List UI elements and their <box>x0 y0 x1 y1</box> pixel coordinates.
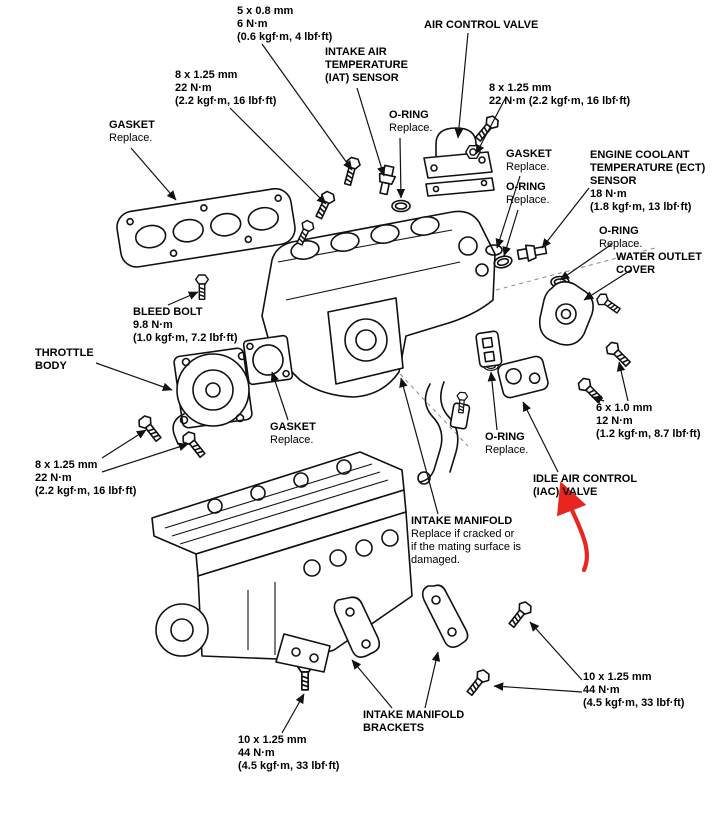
throttle-gasket-drawing <box>242 334 294 386</box>
label-note: Replace. <box>506 160 550 173</box>
label-title: O-RING <box>599 225 639 237</box>
label-title: O-RING <box>506 181 546 193</box>
label-bolt-spec-10x1-25-right: 10 x 1.25 mm 44 N·m (4.5 kgf·m, 33 lbf·f… <box>583 671 684 710</box>
label-title: INTAKE MANIFOLD <box>411 515 513 527</box>
label-water-outlet-cover: WATER OUTLET COVER <box>616 251 702 277</box>
label-title: GASKET <box>109 119 155 131</box>
iac-valve-drawing <box>497 355 549 399</box>
label-iat-sensor: INTAKE AIR TEMPERATURE (IAT) SENSOR <box>325 46 408 85</box>
throttle-body-drawing <box>172 347 253 445</box>
manifold-brackets-drawing <box>333 584 469 658</box>
label-title: 10 x 1.25 mm 44 N·m (4.5 kgf·m, 33 lbf·f… <box>238 734 340 772</box>
leader-lines <box>95 32 632 734</box>
label-throttle-body: THROTTLE BODY <box>35 347 94 373</box>
hardware-drawing <box>135 113 634 699</box>
label-bolt-spec-8x1-25-top-left: 8 x 1.25 mm 22 N·m (2.2 kgf·m, 16 lbf·ft… <box>175 69 276 108</box>
label-bolt-spec-8x1-25-top-right: 8 x 1.25 mm 22 N·m (2.2 kgf·m, 16 lbf·ft… <box>489 82 630 108</box>
label-iac-valve: IDLE AIR CONTROL (IAC) VALVE <box>533 473 637 499</box>
stay-bracket-drawing <box>417 381 471 485</box>
label-title: ENGINE COOLANT TEMPERATURE (ECT) SENSOR … <box>590 149 706 213</box>
label-title: 8 x 1.25 mm 22 N·m (2.2 kgf·m, 16 lbf·ft… <box>35 459 137 497</box>
label-title: BLEED BOLT 9.8 N·m (1.0 kgf·m, 7.2 lbf·f… <box>133 306 238 344</box>
label-title: WATER OUTLET COVER <box>616 251 702 276</box>
label-ect-sensor: ENGINE COOLANT TEMPERATURE (ECT) SENSOR … <box>590 149 705 214</box>
label-note: Replace. <box>270 433 314 446</box>
label-title: GASKET <box>270 421 316 433</box>
label-note: Replace. <box>506 193 550 206</box>
iac-gasket-drawing <box>475 330 503 368</box>
label-air-control-valve: AIR CONTROL VALVE <box>424 19 538 32</box>
intake-manifold-drawing <box>261 210 496 398</box>
label-bolt-spec-10x1-25-left: 10 x 1.25 mm 44 N·m (4.5 kgf·m, 33 lbf·f… <box>238 734 339 773</box>
label-title: GASKET <box>506 148 552 160</box>
label-title: O-RING <box>485 431 525 443</box>
label-title: IDLE AIR CONTROL (IAC) VALVE <box>533 473 638 498</box>
intake-gasket-drawing <box>116 187 296 268</box>
label-bolt-spec-5x0-8: 5 x 0.8 mm 6 N·m (0.6 kgf·m, 4 lbf·ft) <box>237 5 332 44</box>
label-title: AIR CONTROL VALVE <box>424 19 539 31</box>
label-note: Replace. <box>599 237 643 250</box>
label-note: Replace. <box>109 131 153 144</box>
water-outlet-cover-drawing <box>538 280 594 346</box>
label-bolt-spec-6x1-0: 6 x 1.0 mm 12 N·m (1.2 kgf·m, 8.7 lbf·ft… <box>596 402 701 441</box>
red-arrow-annotation <box>556 481 590 573</box>
label-title: 8 x 1.25 mm 22 N·m (2.2 kgf·m, 16 lbf·ft… <box>175 69 277 107</box>
label-title: 10 x 1.25 mm 44 N·m (4.5 kgf·m, 33 lbf·f… <box>583 671 685 709</box>
label-title: 6 x 1.0 mm 12 N·m (1.2 kgf·m, 8.7 lbf·ft… <box>596 402 701 440</box>
label-bolt-spec-8x1-25-left: 8 x 1.25 mm 22 N·m (2.2 kgf·m, 16 lbf·ft… <box>35 459 136 498</box>
label-title: 5 x 0.8 mm 6 N·m (0.6 kgf·m, 4 lbf·ft) <box>237 5 333 43</box>
label-title: THROTTLE BODY <box>35 347 94 372</box>
label-title: INTAKE MANIFOLD BRACKETS <box>363 709 465 734</box>
label-title: O-RING <box>389 109 429 121</box>
label-note: Replace. <box>389 121 433 134</box>
label-intake-manifold-brackets: INTAKE MANIFOLD BRACKETS <box>363 709 464 735</box>
label-bleed-bolt: BLEED BOLT 9.8 N·m (1.0 kgf·m, 7.2 lbf·f… <box>133 306 238 345</box>
label-note: Replace. <box>485 443 529 456</box>
label-note: Replace if cracked or if the mating surf… <box>411 527 522 566</box>
label-title: INTAKE AIR TEMPERATURE (IAT) SENSOR <box>325 46 408 84</box>
label-title: 8 x 1.25 mm 22 N·m (2.2 kgf·m, 16 lbf·ft… <box>489 82 631 107</box>
